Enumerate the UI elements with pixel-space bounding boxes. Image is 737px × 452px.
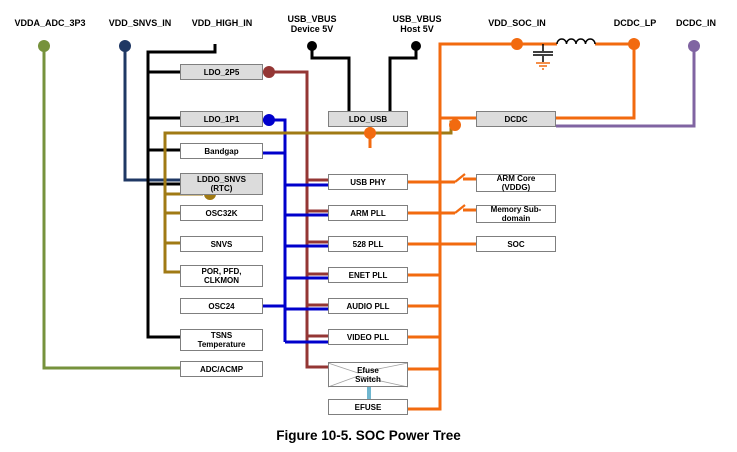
block-video-pll: VIDEO PLL <box>328 329 408 345</box>
block-adc-acmp: ADC/ACMP <box>180 361 263 377</box>
dot-vbus-host <box>411 41 421 51</box>
block-por-pfd-clkmon: POR, PFD, CLKMON <box>180 265 263 287</box>
dot-vdda <box>38 40 50 52</box>
block-memory-subdomain: Memory Sub- domain <box>476 205 556 223</box>
block-ldo-2p5: LDO_2P5 <box>180 64 263 80</box>
block-528-pll: 528 PLL <box>328 236 408 252</box>
wire-vbus-host <box>388 46 418 112</box>
ground-symbol <box>536 62 550 70</box>
rail-label-dcdc-in: DCDC_IN <box>675 18 716 28</box>
block-arm-pll: ARM PLL <box>328 205 408 221</box>
rail-label-vbus-device: USB_VBUS Device 5V <box>287 14 337 34</box>
wire-soc-out <box>440 177 476 246</box>
rail-label-soc-in: VDD_SOC_IN <box>488 18 546 28</box>
wire-snvs-in <box>123 46 180 182</box>
wire-vbus-device <box>310 46 351 112</box>
block-snvs: SNVS <box>180 236 263 252</box>
dot-ldo1p1-out <box>263 114 275 126</box>
block-soc: SOC <box>476 236 556 252</box>
block-usb-phy: USB PHY <box>328 174 408 190</box>
dot-soc-in <box>511 38 523 50</box>
block-audio-pll: AUDIO PLL <box>328 298 408 314</box>
dot-snvs-in <box>119 40 131 52</box>
switch-symbols <box>454 173 466 214</box>
inductor-symbol <box>556 38 596 45</box>
block-efuse-switch: Efuse Switch <box>328 362 408 387</box>
wire-ldo1p1-branches <box>262 151 328 344</box>
wire-high-in <box>146 44 217 339</box>
wire-vdda-adc <box>42 46 180 370</box>
block-lddo-snvs: LDDO_SNVS (RTC) <box>180 173 263 195</box>
dot-ldousb-out <box>364 127 376 139</box>
dot-vbus-device <box>307 41 317 51</box>
rail-label-vbus-host: USB_VBUS Host 5V <box>392 14 442 34</box>
dot-dcdc-out <box>449 119 461 131</box>
rail-label-dcdc-lp: DCDC_LP <box>613 18 657 28</box>
wire-soc-branches <box>408 180 440 371</box>
block-osc32k: OSC32K <box>180 205 263 221</box>
block-ldo-1p1: LDO_1P1 <box>180 111 263 127</box>
block-efuse: EFUSE <box>328 399 408 415</box>
block-osc24: OSC24 <box>180 298 263 314</box>
block-dcdc: DCDC <box>476 111 556 127</box>
rail-label-high-in: VDD_HIGH_IN <box>191 18 253 28</box>
capacitor-symbol <box>533 44 553 62</box>
wire-ldo2p5-out <box>263 70 328 369</box>
dot-dcdc-lp <box>628 38 640 50</box>
block-arm-core: ARM Core (VDDG) <box>476 174 556 192</box>
block-tsns: TSNS Temperature <box>180 329 263 351</box>
dot-ldo2p5-out <box>263 66 275 78</box>
figure-caption: Figure 10-5. SOC Power Tree <box>276 428 461 443</box>
block-enet-pll: ENET PLL <box>328 267 408 283</box>
wire-soc-in <box>408 42 517 411</box>
rail-label-snvs-in: VDD_SNVS_IN <box>108 18 172 28</box>
wire-ldo2p5-branches <box>307 178 328 338</box>
rail-label-vdda: VDDA_ADC_3P3 <box>14 18 86 28</box>
block-bandgap: Bandgap <box>180 143 263 159</box>
wire-dcdc-in <box>556 46 696 128</box>
block-ldo-usb: LDO_USB <box>328 111 408 127</box>
efuse-switch-diagonals <box>327 362 409 388</box>
wire-dcdc-lp <box>440 42 636 120</box>
dot-dcdc-in <box>688 40 700 52</box>
